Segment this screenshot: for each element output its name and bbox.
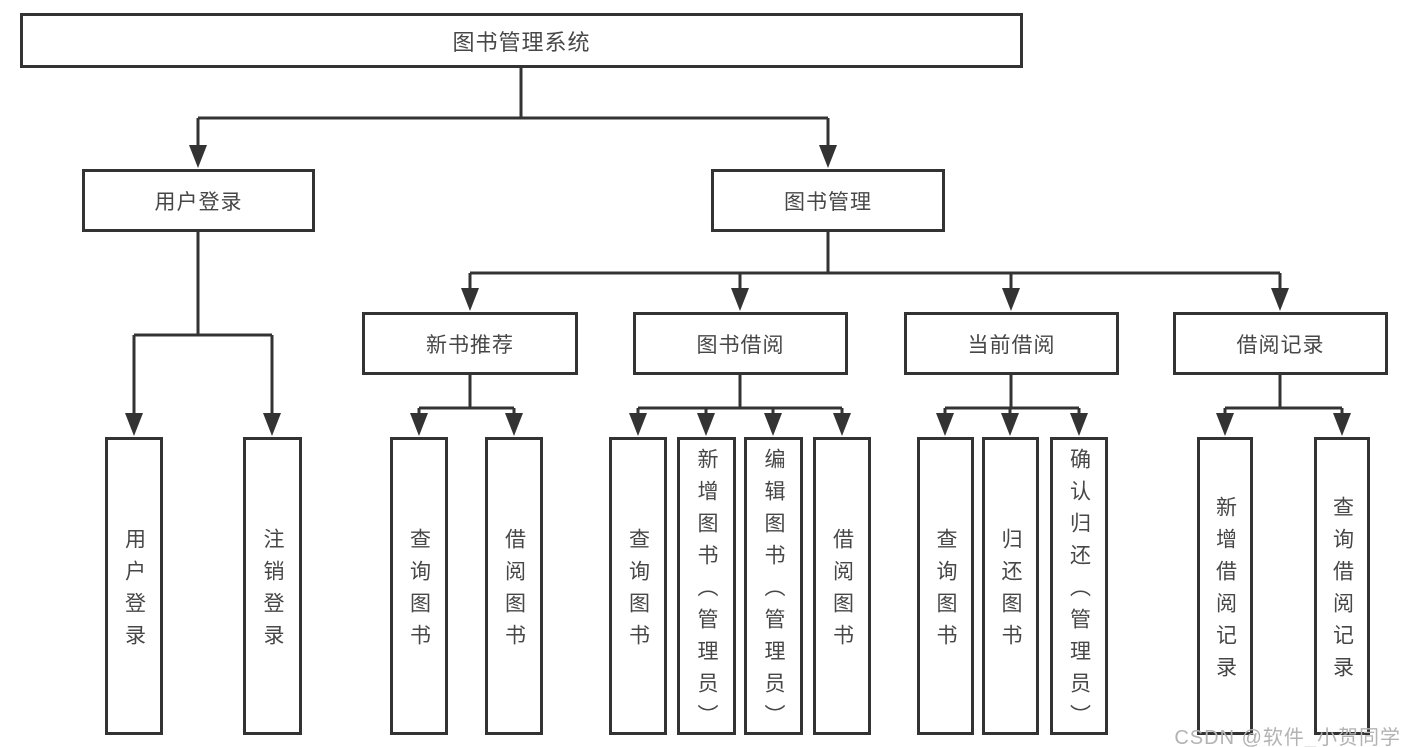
leaf-borrow-add-books-admin: 新增图书（管理员） — [677, 437, 736, 736]
node-label: 图书借阅 — [696, 333, 785, 357]
leaf-current-return-books: 归还图书 — [982, 437, 1039, 735]
leaf-records-add-record: 新增借阅记录 — [1197, 437, 1253, 735]
node-label: 借阅图书 — [502, 527, 526, 656]
node-label: 确认归还（管理员） — [1067, 447, 1091, 736]
leaf-current-query-books: 查询图书 — [917, 437, 974, 735]
node-book-borrow: 图书借阅 — [633, 312, 848, 375]
node-label: 查询图书 — [626, 527, 650, 656]
node-label: 注销登录 — [261, 527, 285, 656]
leaf-current-confirm-return-admin: 确认归还（管理员） — [1050, 437, 1108, 736]
node-label: 新增图书（管理员） — [695, 447, 719, 736]
node-label: 查询借阅记录 — [1330, 495, 1354, 688]
node-label: 借阅图书 — [830, 527, 854, 656]
leaf-borrow-borrow-books: 借阅图书 — [813, 437, 871, 735]
node-current-borrow: 当前借阅 — [904, 312, 1119, 375]
node-label: 借阅记录 — [1236, 333, 1325, 357]
node-label: 新书推荐 — [426, 333, 514, 357]
node-label: 归还图书 — [999, 527, 1023, 656]
leaf-newbook-borrow-books: 借阅图书 — [485, 437, 543, 735]
node-root: 图书管理系统 — [20, 13, 1023, 68]
leaf-records-query-record: 查询借阅记录 — [1314, 437, 1370, 735]
watermark: CSDN @软件_小贺同学 — [1174, 727, 1401, 747]
node-label: 用户登录 — [122, 527, 146, 656]
leaf-newbook-query-books: 查询图书 — [390, 437, 448, 735]
node-borrow-records: 借阅记录 — [1173, 312, 1388, 375]
node-book-management: 图书管理 — [711, 169, 945, 232]
leaf-user-login: 用户登录 — [105, 437, 163, 735]
leaf-logout: 注销登录 — [243, 437, 302, 735]
leaf-borrow-query-books: 查询图书 — [609, 437, 667, 735]
node-label: 编辑图书（管理员） — [762, 447, 786, 736]
leaf-borrow-edit-books-admin: 编辑图书（管理员） — [744, 437, 803, 736]
node-label: 用户登录 — [154, 190, 243, 214]
node-label: 图书管理 — [784, 190, 872, 214]
node-label: 查询图书 — [934, 527, 958, 656]
node-user-login: 用户登录 — [82, 169, 315, 232]
node-label: 当前借阅 — [967, 333, 1056, 357]
node-new-book-recommend: 新书推荐 — [362, 312, 578, 375]
node-label: 新增借阅记录 — [1213, 495, 1237, 688]
node-label: 图书管理系统 — [452, 29, 591, 55]
node-label: 查询图书 — [407, 527, 431, 656]
